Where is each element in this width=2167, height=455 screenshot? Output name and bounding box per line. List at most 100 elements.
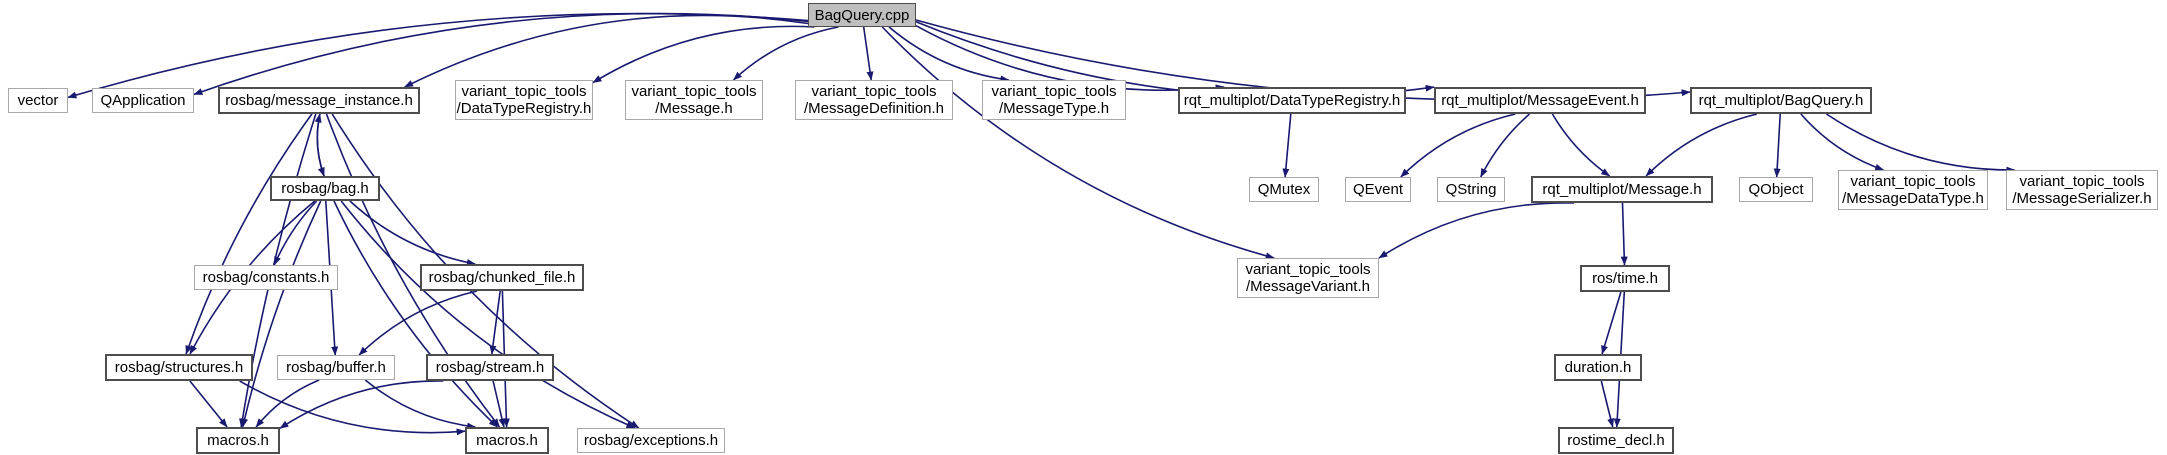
edge-rqt_bagquery_h-to-qobject — [1773, 113, 1781, 178]
node-label: macros.h — [207, 432, 269, 449]
graph-node-macros_right[interactable]: macros.h — [465, 427, 549, 454]
edge-rqt_bagquery_h-to-rqt_message_h — [1645, 113, 1758, 177]
edge-structures_h-to-macros_left — [189, 380, 228, 428]
edge-duration_h-to-rostime_decl_h — [1600, 380, 1615, 428]
graph-node-qobject[interactable]: QObject — [1739, 177, 1813, 202]
graph-node-constants_h[interactable]: rosbag/constants.h — [194, 265, 338, 290]
graph-node-rqt_bagquery_h[interactable]: rqt_multiplot/BagQuery.h — [1690, 87, 1872, 114]
edge-stream_h-to-macros_right — [492, 380, 506, 428]
edge-bag_h-to-constants_h — [273, 200, 318, 266]
node-label: variant_topic_tools — [991, 83, 1117, 100]
node-label: duration.h — [1564, 359, 1632, 376]
edge-rqt_datatyperegistry-to-qmutex — [1282, 113, 1292, 178]
graph-node-bagquery_cpp[interactable]: BagQuery.cpp — [808, 3, 916, 27]
edge-rqt_bagquery_h-to-vtt_messageserializer — [1825, 113, 2016, 174]
edge-rqt_messageevent-to-qstring — [1479, 113, 1531, 178]
node-label: rosbag/structures.h — [114, 359, 244, 376]
node-label-line2: /MessageSerializer.h — [2012, 190, 2152, 207]
edge-ros_time_h-to-duration_h — [1601, 291, 1622, 355]
graph-node-qevent[interactable]: QEvent — [1345, 177, 1411, 202]
edge-chunked_file_h-to-buffer_h — [358, 290, 478, 356]
edge-bagquery_cpp-to-vtt_messagetype — [888, 26, 1010, 83]
node-label: rqt_multiplot/BagQuery.h — [1698, 92, 1864, 109]
edge-message_instance-to-bag_h — [316, 113, 325, 177]
graph-node-vtt_messageserializer[interactable]: variant_topic_tools/MessageSerializer.h — [2006, 170, 2158, 210]
node-label: rosbag/constants.h — [202, 269, 330, 286]
graph-node-rqt_messageevent[interactable]: rqt_multiplot/MessageEvent.h — [1434, 87, 1646, 114]
edge-bag_h-to-macros_right — [333, 200, 498, 428]
graph-node-macros_left[interactable]: macros.h — [196, 427, 280, 454]
edge-bagquery_cpp-to-vtt_messagedefinition — [862, 26, 874, 81]
graph-node-bag_h[interactable]: rosbag/bag.h — [270, 176, 380, 201]
graph-node-duration_h[interactable]: duration.h — [1554, 354, 1642, 381]
graph-node-vtt_messagetype[interactable]: variant_topic_tools/MessageType.h — [982, 80, 1126, 120]
node-label-line2: /DataTypeRegistry.h — [456, 100, 592, 117]
graph-node-vtt_message[interactable]: variant_topic_tools/Message.h — [625, 80, 763, 120]
node-label: rosbag/message_instance.h — [225, 92, 413, 109]
edge-bag_h-to-message_instance — [314, 113, 325, 177]
edge-structures_h-to-macros_right — [239, 380, 466, 436]
node-label: variant_topic_tools — [1850, 173, 1976, 190]
edge-bagquery_cpp-to-vtt_messagevariant — [881, 26, 1275, 260]
node-label: rosbag/bag.h — [281, 180, 369, 197]
graph-node-buffer_h[interactable]: rosbag/buffer.h — [277, 355, 395, 380]
edge-bag_h-to-exceptions_h — [340, 200, 636, 429]
graph-node-vtt_messagedefinition[interactable]: variant_topic_tools/MessageDefinition.h — [795, 80, 953, 120]
graph-node-structures_h[interactable]: rosbag/structures.h — [105, 354, 253, 381]
node-label: variant_topic_tools — [811, 83, 937, 100]
graph-node-rqt_datatyperegistry[interactable]: rqt_multiplot/DataTypeRegistry.h — [1178, 87, 1406, 114]
node-label-line2: /MessageDefinition.h — [803, 100, 945, 117]
graph-node-vtt_messagedatatype[interactable]: variant_topic_tools/MessageDataType.h — [1838, 170, 1988, 210]
graph-node-vtt_datatyperegistry[interactable]: variant_topic_tools/DataTypeRegistry.h — [455, 80, 593, 120]
edge-bagquery_cpp-to-vtt_datatyperegistry — [592, 25, 815, 84]
edge-buffer_h-to-macros_right — [364, 379, 476, 430]
node-label: variant_topic_tools — [461, 83, 587, 100]
graph-node-rostime_decl_h[interactable]: rostime_decl.h — [1558, 427, 1674, 454]
graph-node-rqt_message_h[interactable]: rqt_multiplot/Message.h — [1531, 176, 1713, 203]
node-label: QEvent — [1352, 181, 1404, 198]
edge-message_instance-to-structures_h — [185, 113, 313, 355]
graph-node-qmutex[interactable]: QMutex — [1249, 177, 1319, 202]
graph-node-message_instance[interactable]: rosbag/message_instance.h — [218, 87, 420, 114]
node-label: QString — [1445, 181, 1497, 198]
edge-rqt_message_h-to-ros_time_h — [1620, 202, 1628, 266]
edge-bag_h-to-macros_left — [241, 200, 322, 428]
graph-node-chunked_file_h[interactable]: rosbag/chunked_file.h — [420, 264, 584, 291]
graph-node-qstring[interactable]: QString — [1437, 177, 1505, 202]
node-label: rosbag/buffer.h — [286, 359, 386, 376]
edge-buffer_h-to-macros_left — [255, 379, 320, 428]
edge-rqt_message_h-to-vtt_messagevariant — [1378, 202, 1575, 259]
graph-node-vector[interactable]: vector — [8, 88, 68, 113]
node-label: QMutex — [1257, 181, 1311, 198]
edge-bag_h-to-chunked_file_h — [349, 200, 476, 266]
graph-node-exceptions_h[interactable]: rosbag/exceptions.h — [577, 428, 725, 453]
graph-node-stream_h[interactable]: rosbag/stream.h — [426, 354, 554, 381]
node-label: rqt_multiplot/Message.h — [1542, 181, 1702, 198]
node-label-line2: /MessageDataType.h — [1842, 190, 1984, 207]
node-label: rosbag/chunked_file.h — [428, 269, 576, 286]
graph-node-vtt_messagevariant[interactable]: variant_topic_tools/MessageVariant.h — [1237, 258, 1379, 298]
graph-node-ros_time_h[interactable]: ros/time.h — [1580, 265, 1670, 292]
node-label-line2: /MessageVariant.h — [1246, 278, 1370, 295]
node-label-line2: /MessageType.h — [998, 100, 1110, 117]
node-label: rqt_multiplot/DataTypeRegistry.h — [1183, 92, 1401, 109]
node-label: rostime_decl.h — [1567, 432, 1665, 449]
node-label-line2: /Message.h — [655, 100, 733, 117]
node-label: variant_topic_tools — [1245, 261, 1371, 278]
node-label: variant_topic_tools — [2019, 173, 2145, 190]
node-label: vector — [17, 92, 59, 109]
node-label: variant_topic_tools — [631, 83, 757, 100]
edge-rqt_messageevent-to-qevent — [1400, 113, 1516, 178]
edge-bagquery_cpp-to-message_instance — [404, 14, 809, 88]
edge-rqt_messageevent-to-rqt_message_h — [1551, 113, 1611, 177]
node-label: ros/time.h — [1592, 270, 1658, 287]
edge-rqt_bagquery_h-to-vtt_messagedatatype — [1800, 113, 1885, 171]
node-label: QObject — [1748, 181, 1804, 198]
node-label: rosbag/exceptions.h — [583, 432, 719, 449]
edge-chunked_file_h-to-stream_h — [489, 290, 501, 355]
graph-node-qapplication[interactable]: QApplication — [92, 88, 194, 113]
edge-bagquery_cpp-to-vtt_message — [732, 26, 839, 81]
node-label: QApplication — [100, 92, 186, 109]
